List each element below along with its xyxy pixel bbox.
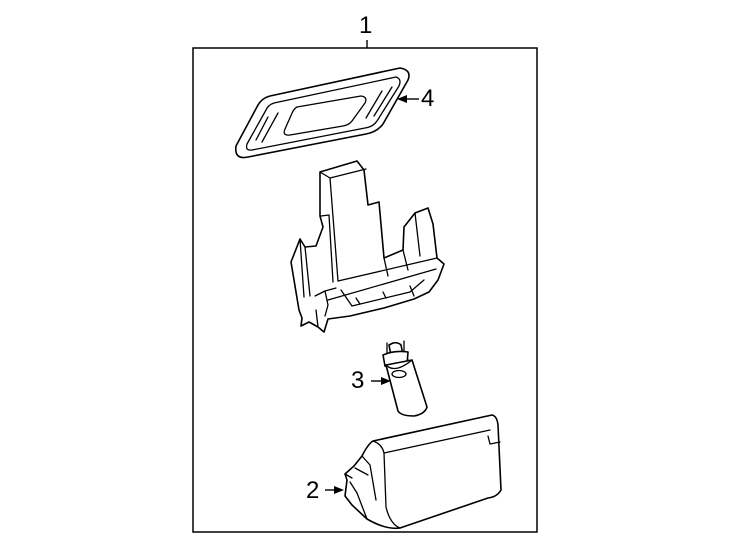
socket-bracket — [290, 160, 445, 333]
callout-3-arrow — [371, 377, 391, 385]
lens-housing-part — [344, 414, 502, 530]
callout-1: 1 — [359, 12, 373, 39]
callout-2-arrow — [325, 486, 344, 494]
bezel-part — [234, 67, 410, 159]
assembly-frame — [192, 47, 538, 533]
callout-3: 3 — [351, 367, 365, 394]
bulb-part — [382, 340, 428, 417]
callout-4-arrow — [397, 95, 419, 103]
callout-2: 2 — [306, 477, 320, 504]
callout-4: 4 — [421, 85, 435, 112]
